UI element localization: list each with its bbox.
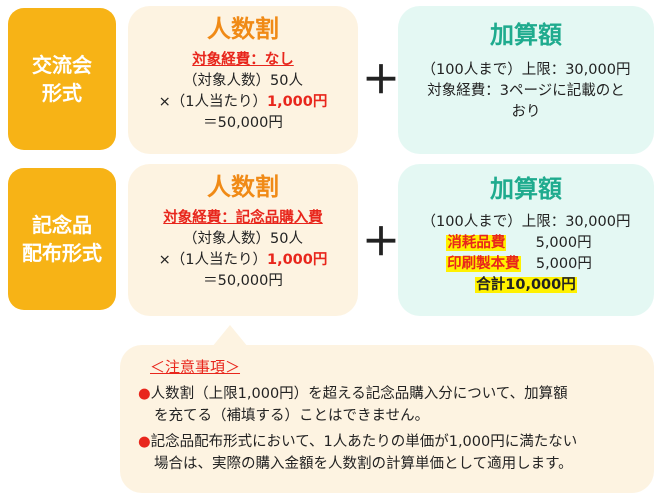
row2-unit-amount: 1,000円 — [267, 252, 328, 268]
row2-per-person-card: 人数割 対象経費：記念品購入費 （対象人数）50人 ×（1人当たり）1,000円… — [128, 164, 358, 316]
notes-title: ＜注意事項＞ — [150, 358, 241, 376]
row2-addition-title: 加算額 — [490, 175, 562, 203]
row2-plus-sign: ＋ — [362, 220, 401, 264]
row1-unit-amount: 1,000円 — [267, 94, 328, 110]
note-item-1-line2: を充てる（補填する）ことはできません。 — [154, 408, 430, 424]
row1-result: ＝50,000円 — [203, 115, 283, 131]
note-bullet-2: ● — [138, 434, 151, 450]
note-item-2-text1: 記念品配布形式において、1人あたりの単価が1,000円に満たない — [150, 434, 578, 450]
notes-box: ＜注意事項＞ ●人数割（上限1,000円）を超える記念品購入分について、加算額 … — [120, 345, 654, 493]
row2-unit-line: ×（1人当たり）1,000円 — [128, 250, 358, 271]
note-item-1-line1: ●人数割（上限1,000円）を超える記念品購入分について、加算額 — [138, 383, 568, 405]
row2-unit-prefix: ×（1人当たり） — [158, 252, 267, 268]
row1-label-line1: 交流会 — [32, 53, 92, 77]
row2-addition-item2: 印刷製本費 5,000円 — [384, 254, 654, 275]
row1-addition-expense-cont: おり — [511, 104, 541, 120]
row1-unit-prefix: ×（1人当たり） — [158, 94, 267, 110]
row1-addition-expense: 対象経費：3ページに記載のと — [427, 83, 625, 99]
row1-count: （対象人数）50人 — [183, 73, 303, 89]
row2-per-person-title: 人数割 — [207, 173, 279, 201]
row1-addition-title: 加算額 — [490, 21, 562, 49]
row1-plus-sign: ＋ — [362, 58, 401, 102]
row2-addition-item1: 消耗品費 5,000円 — [384, 233, 654, 254]
row2-addition-limit: （100人まで）上限：30,000円 — [421, 214, 631, 230]
row2-item1-name: 消耗品費 — [446, 235, 507, 251]
note-item-1-text1: 人数割（上限1,000円）を超える記念品購入分について、加算額 — [150, 386, 568, 402]
row2-addition-total: 合計10,000円 — [475, 277, 577, 293]
row2-expense: 対象経費：記念品購入費 — [163, 210, 323, 226]
row2-item2-name: 印刷製本費 — [446, 256, 521, 272]
row2-label: 記念品 配布形式 — [8, 168, 116, 310]
row1-addition-card: 加算額 （100人まで）上限：30,000円 対象経費：3ページに記載のと おり — [398, 6, 654, 154]
row1-per-person-card: 人数割 対象経費：なし （対象人数）50人 ×（1人当たり）1,000円 ＝50… — [128, 6, 358, 154]
row2-item2-amount: 5,000円 — [535, 256, 592, 272]
row1-per-person-title: 人数割 — [207, 15, 279, 43]
row2-result: ＝50,000円 — [203, 273, 283, 289]
row2-addition-card: 加算額 （100人まで）上限：30,000円 消耗品費 5,000円 印刷製本費… — [398, 164, 654, 316]
row2-addition-total-line: 合計10,000円 — [398, 275, 654, 296]
row2-item1-amount: 5,000円 — [535, 235, 592, 251]
row1-unit-line: ×（1人当たり）1,000円 — [128, 92, 358, 113]
row2-label-line2: 配布形式 — [22, 241, 102, 265]
row2-count: （対象人数）50人 — [183, 231, 303, 247]
row1-label-line2: 形式 — [42, 81, 82, 105]
note-item-2-line1: ●記念品配布形式において、1人あたりの単価が1,000円に満たない — [138, 431, 577, 453]
row1-label: 交流会 形式 — [8, 8, 116, 150]
row1-addition-limit: （100人まで）上限：30,000円 — [421, 62, 631, 78]
note-bullet-1: ● — [138, 386, 151, 402]
note-pointer — [212, 325, 248, 347]
row1-expense: 対象経費：なし — [192, 52, 294, 68]
row2-label-line1: 記念品 — [32, 213, 92, 237]
note-item-2-line2: 場合は、実際の購入金額を人数割の計算単価として適用します。 — [154, 456, 573, 472]
